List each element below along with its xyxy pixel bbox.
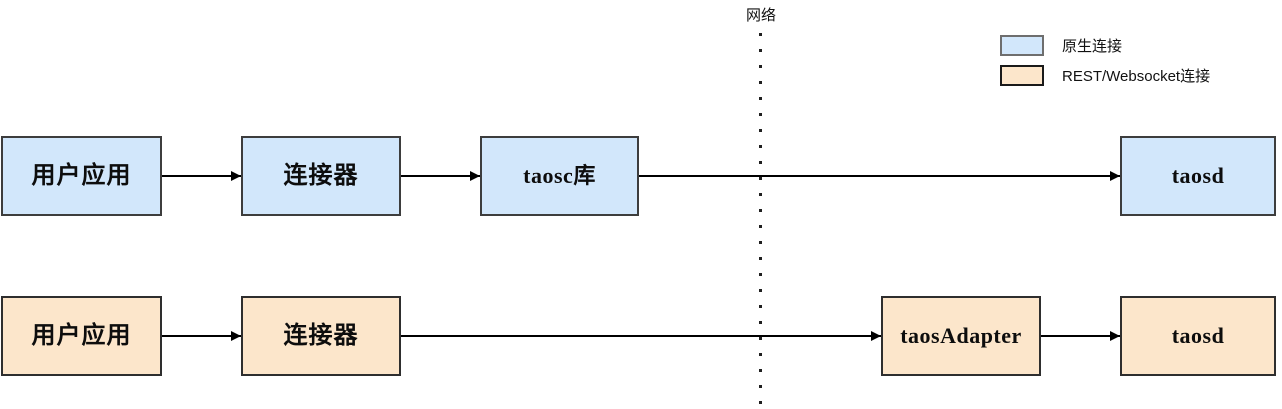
node-label: 连接器 [283, 322, 359, 349]
node-native-user-app: 用户应用 [1, 136, 162, 216]
arrow-taosadapter-to-taosd [1041, 331, 1120, 341]
legend-swatch-rest-websocket [1000, 65, 1044, 86]
arrow-native-user-app-to-connector [162, 171, 241, 181]
node-taosadapter: taosAdapter [881, 296, 1041, 376]
node-rest-user-app: 用户应用 [1, 296, 162, 376]
node-label: 用户应用 [31, 322, 132, 349]
arrow-native-connector-to-taosc [401, 171, 480, 181]
node-label: 用户应用 [31, 162, 132, 189]
node-label: taosd [1171, 163, 1225, 188]
arrow-rest-connector-to-taosadapter [401, 331, 881, 341]
network-label: 网络 [745, 7, 776, 24]
node-taosc-lib: taosc库 [480, 136, 639, 216]
node-label: taosc库 [523, 163, 596, 188]
legend-item-native: 原生连接 [1000, 35, 1210, 56]
node-native-connector: 连接器 [241, 136, 401, 216]
arrow-rest-user-app-to-connector [162, 331, 241, 341]
node-rest-taosd: taosd [1120, 296, 1276, 376]
node-label: taosd [1171, 323, 1225, 348]
arrow-taosc-to-taosd [639, 171, 1120, 181]
legend-item-rest-websocket: REST/Websocket连接 [1000, 65, 1210, 86]
node-label: taosAdapter [900, 323, 1022, 348]
legend-label-rest-websocket: REST/Websocket连接 [1062, 68, 1211, 85]
node-rest-connector: 连接器 [241, 296, 401, 376]
legend: 原生连接 REST/Websocket连接 [1000, 35, 1210, 86]
network-divider-line [759, 33, 762, 409]
node-label: 连接器 [283, 162, 359, 189]
legend-swatch-native [1000, 35, 1044, 56]
legend-label-native: 原生连接 [1062, 38, 1123, 55]
node-native-taosd: taosd [1120, 136, 1276, 216]
